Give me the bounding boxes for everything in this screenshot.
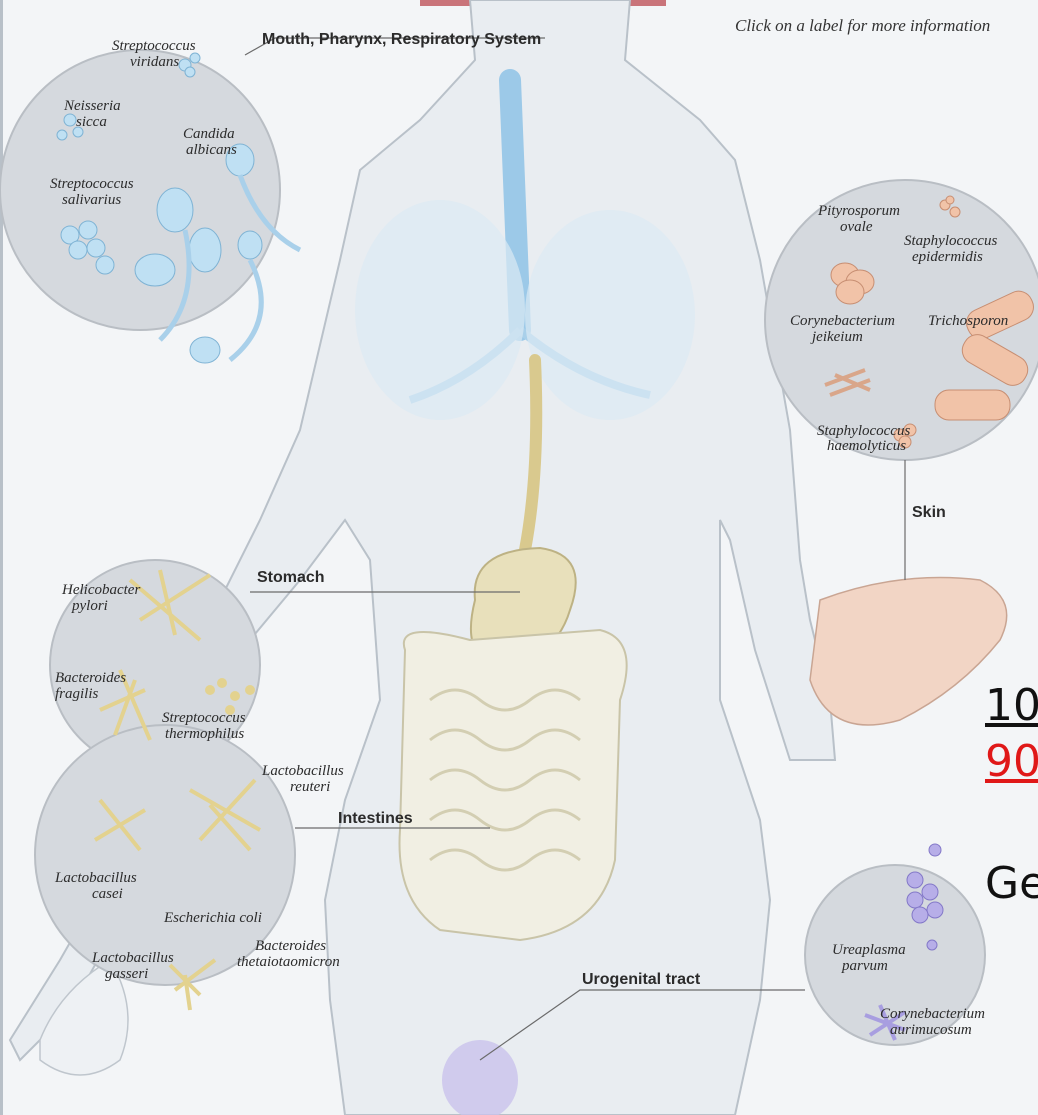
- org-ureaplasma-2: parvum: [841, 958, 888, 974]
- org-pityrosporum-1: Pityrosporum: [817, 203, 900, 219]
- org-staph-haemolyticus-1: Staphylococcus: [817, 423, 910, 439]
- org-streptococcus-viridans-2: viridans: [130, 54, 179, 70]
- label-urogenital[interactable]: Urogenital tract: [582, 971, 701, 988]
- instruction-hint: Click on a label for more information: [735, 16, 990, 36]
- org-gasseri-1: Lactobacillus: [91, 950, 174, 966]
- org-bacteroides-fragilis-2: fragilis: [55, 686, 99, 702]
- label-mouth-respiratory[interactable]: Mouth, Pharynx, Respiratory System: [262, 31, 541, 48]
- label-stomach[interactable]: Stomach: [257, 569, 325, 586]
- mouth-circle: [0, 50, 280, 330]
- org-casei-2: casei: [92, 886, 123, 902]
- org-pityrosporum-2: ovale: [840, 219, 873, 235]
- org-thetaiotaomicron-2: thetaiotaomicron: [237, 954, 340, 970]
- org-salivarius-1: Streptococcus: [50, 176, 134, 192]
- org-helicobacter-1: Helicobacter: [61, 582, 140, 598]
- right-lung: [525, 210, 695, 420]
- org-aurimucosum-2: aurimucosum: [890, 1022, 972, 1038]
- label-skin[interactable]: Skin: [912, 504, 946, 521]
- org-thetaiotaomicron-1: Bacteroides: [255, 938, 326, 954]
- org-reuteri-1: Lactobacillus: [261, 763, 344, 779]
- left-lung: [355, 200, 525, 420]
- overlay-link-2[interactable]: 90: [985, 736, 1038, 787]
- right-hand: [810, 578, 1007, 726]
- org-trichosporon: Trichosporon: [928, 313, 1008, 329]
- org-candida-1: Candida: [183, 126, 235, 142]
- org-neisseria-2: sicca: [76, 114, 107, 130]
- org-staph-haemolyticus-2: haemolyticus: [827, 438, 906, 454]
- overlay-text-3: Ge: [985, 858, 1038, 909]
- org-staph-epidermidis-1: Staphylococcus: [904, 233, 997, 249]
- label-intestines[interactable]: Intestines: [338, 810, 413, 827]
- org-casei-1: Lactobacillus: [54, 870, 137, 886]
- org-streptococcus-viridans-1: Streptococcus: [112, 38, 196, 54]
- org-staph-epidermidis-2: epidermidis: [912, 249, 983, 265]
- org-thermophilus-1: Streptococcus: [162, 710, 246, 726]
- org-thermophilus-2: thermophilus: [165, 726, 244, 742]
- intestines-organ: [400, 630, 627, 940]
- org-helicobacter-2: pylori: [71, 598, 108, 614]
- org-corynebacterium-1: Corynebacterium: [790, 313, 895, 329]
- org-aurimucosum-1: Corynebacterium: [880, 1006, 985, 1022]
- org-gasseri-2: gasseri: [105, 966, 148, 982]
- org-reuteri-2: reuteri: [290, 779, 330, 795]
- skin-panel: Pityrosporum ovale Staphylococcus epider…: [765, 180, 1038, 580]
- org-neisseria-1: Neisseria: [63, 98, 121, 114]
- org-salivarius-2: salivarius: [62, 192, 121, 208]
- overlay-link-1[interactable]: 10: [985, 680, 1038, 731]
- org-corynebacterium-2: jeikeium: [810, 329, 863, 345]
- org-candida-2: albicans: [186, 142, 237, 158]
- org-escherichia-coli: Escherichia coli: [163, 910, 262, 926]
- org-bacteroides-fragilis-1: Bacteroides: [55, 670, 126, 686]
- org-ureaplasma-1: Ureaplasma: [832, 942, 906, 958]
